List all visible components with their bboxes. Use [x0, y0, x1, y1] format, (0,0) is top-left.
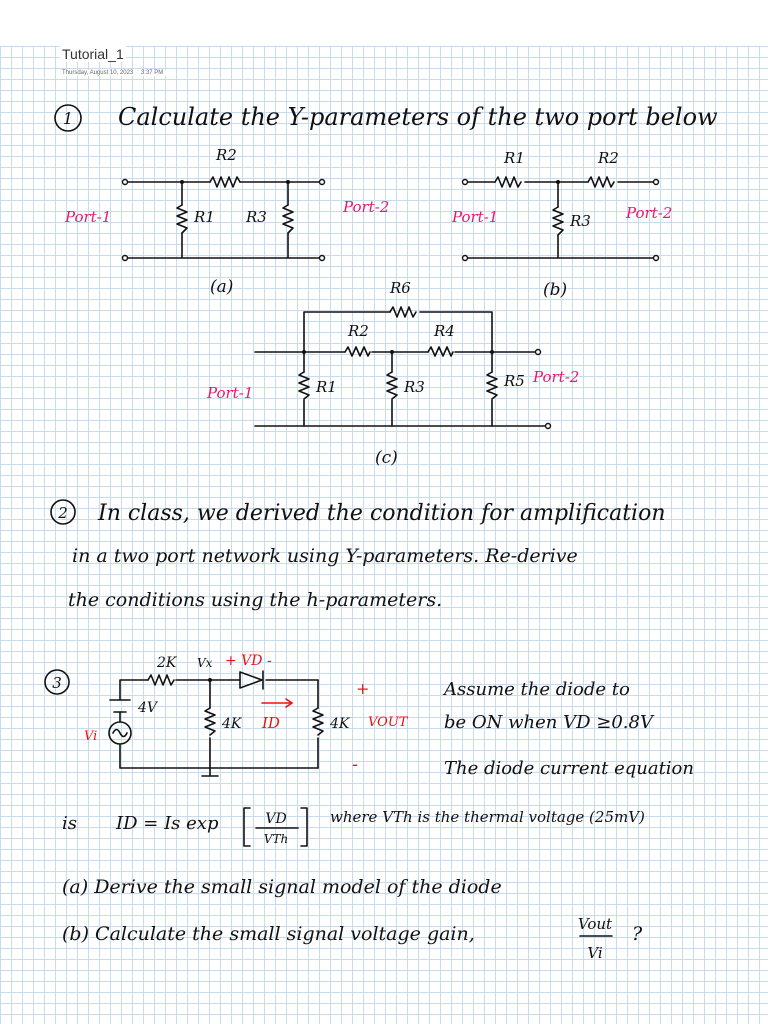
q3-gain-den: Vi	[587, 944, 603, 962]
q3-vd-label: + VD -	[225, 653, 272, 669]
b-r1: R1	[503, 149, 525, 167]
note-time: 3:37 PM	[140, 70, 164, 76]
a-port-1: Port-1	[64, 208, 111, 226]
ac-source-icon	[108, 721, 132, 745]
a-r-left: R1	[193, 208, 215, 226]
q3-r-shunt-1: 4K	[221, 716, 243, 732]
q3-text: Assume the diode to be ON when VD ≥0.8V …	[62, 679, 694, 962]
q3-vi: Vi	[84, 729, 97, 744]
q3-vout: VOUT	[368, 715, 409, 730]
q3-number-circle	[44, 669, 70, 695]
q3-r-series: 2K	[156, 655, 178, 671]
q2-number-circle	[50, 499, 76, 525]
eq-brackets	[243, 807, 308, 847]
q2-line-1: In class, we derived the condition for a…	[97, 501, 666, 526]
q3-eq-num: VD	[265, 811, 286, 827]
q1-number-circle	[54, 104, 82, 132]
circuit-a: R2 R1 R3 Port-1 Port-2 (a)	[64, 146, 389, 297]
q3-r-shunt-2: 4K	[329, 716, 351, 732]
q3-eq-den: VTh	[264, 832, 288, 846]
q1-text: Calculate the Y-parameters of the two po…	[118, 103, 718, 131]
circuit-q3: 2K Vx + VD - 4V Vi 4K ID 4K VOUT + -	[84, 653, 409, 777]
q1-number: 1	[63, 109, 73, 128]
c-r5: R5	[503, 372, 525, 390]
note-meta: Thursday, August 10, 2023 3:37 PM	[60, 70, 172, 76]
c-r6: R6	[389, 279, 411, 297]
q2-line-2: in a two port network using Y-parameters…	[72, 545, 578, 567]
question-1: 1 Calculate the Y-parameters of the two …	[54, 103, 718, 132]
q3-assume-3: The diode current equation	[444, 758, 694, 779]
b-r3: R3	[569, 212, 591, 230]
question-2: 2 In class, we derived the condition for…	[50, 499, 666, 611]
a-label: (a)	[210, 277, 233, 297]
b-r2: R2	[597, 149, 619, 167]
q3-gain-q: ?	[632, 923, 643, 945]
note-date: Thursday, August 10, 2023	[62, 70, 134, 76]
q3-part-b: (b) Calculate the small signal voltage g…	[62, 923, 475, 945]
q3-eq-prefix: is	[62, 813, 77, 834]
grid-paper	[0, 46, 768, 1024]
a-port-2: Port-2	[342, 198, 389, 216]
a-r-right: R3	[245, 208, 267, 226]
q3-id-label: ID	[261, 714, 280, 732]
diode-icon	[239, 671, 263, 689]
c-r1: R1	[315, 378, 337, 396]
note-title: Tutorial_1	[60, 46, 126, 62]
b-label: (b)	[543, 280, 567, 300]
q3-dc-source: 4V	[137, 700, 159, 716]
q3-number: 3	[52, 674, 62, 692]
q3-assume-1: Assume the diode to	[442, 679, 630, 700]
q2-number: 2	[57, 504, 68, 522]
q3-vx: Vx	[197, 656, 213, 670]
b-port-2: Port-2	[625, 204, 672, 222]
c-port-2: Port-2	[532, 368, 579, 386]
circuit-b: R1 R2 R3 Port-1 Port-2 (b)	[451, 149, 672, 300]
c-r4: R4	[433, 322, 455, 340]
q3-gain-num: Vout	[578, 915, 613, 933]
b-port-1: Port-1	[451, 208, 498, 226]
q2-line-3: the conditions using the h-parameters.	[68, 589, 442, 611]
circuit-c: R6 R2 R4 R1 R3 R5 Port-1 Port-2 (c)	[206, 279, 579, 468]
q3-plus: +	[356, 679, 369, 698]
q3-eq-note: where VTh is the thermal voltage (25mV)	[330, 808, 645, 826]
c-label: (c)	[375, 448, 398, 468]
c-port-1: Port-1	[206, 384, 253, 402]
c-r2: R2	[347, 322, 369, 340]
c-r3: R3	[403, 378, 425, 396]
a-r-top: R2	[215, 146, 237, 164]
q3-minus: -	[352, 754, 358, 775]
q3-assume-2: be ON when VD ≥0.8V	[444, 712, 655, 733]
q3-eq-lhs: ID = Is exp	[115, 813, 219, 834]
question-3: 3	[44, 669, 70, 695]
q3-part-a: (a) Derive the small signal model of the…	[62, 876, 502, 898]
